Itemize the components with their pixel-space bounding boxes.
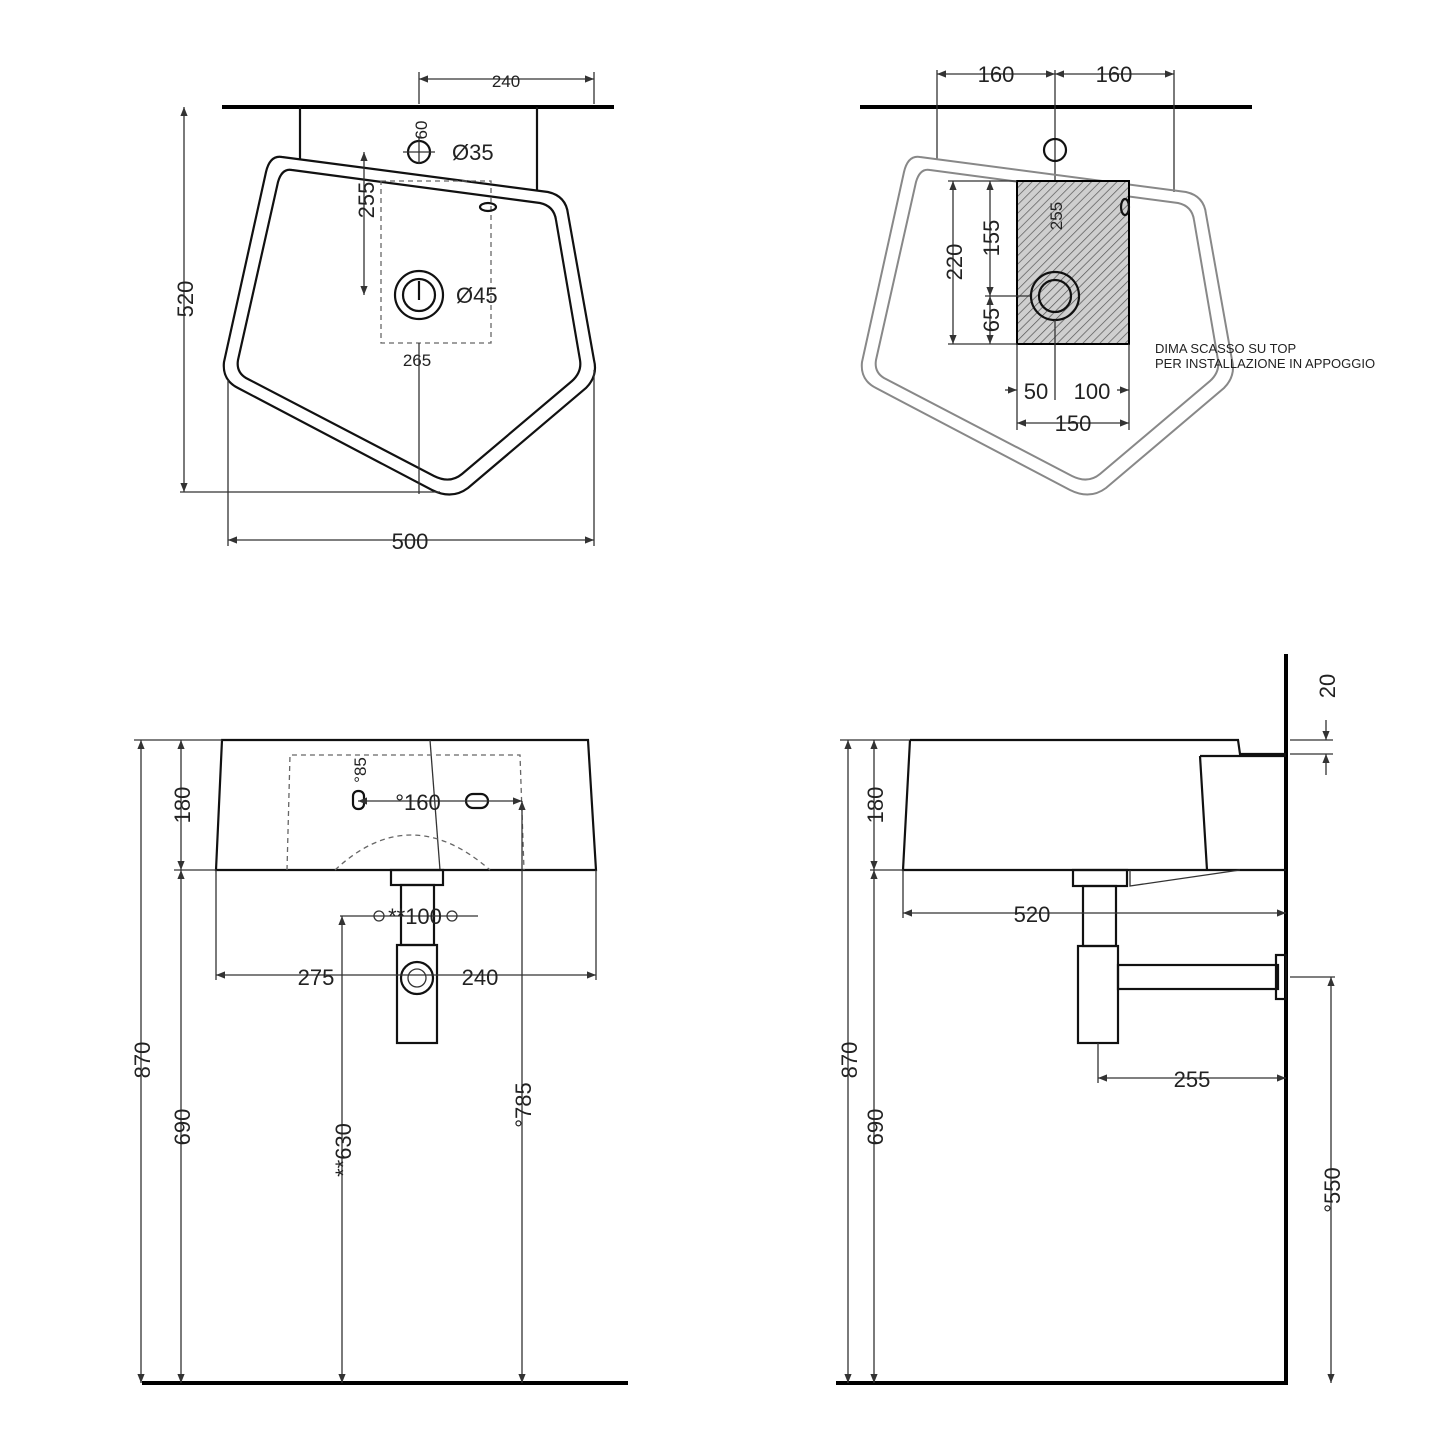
dim-275: 275 — [298, 965, 335, 990]
siphon-outlet-pipe — [1116, 963, 1280, 991]
side-elevation: 20 180 870 690 520 255 °550 — [836, 654, 1345, 1385]
dim-dia-45: Ø45 — [456, 283, 498, 308]
basin-outline-outer — [222, 155, 597, 496]
dim-550: °550 — [1320, 1167, 1345, 1213]
front-elevation: °85 °160 **100 275 240 180 870 690 **630… — [130, 738, 628, 1385]
drain-pipe — [1081, 884, 1118, 948]
siphon-body — [395, 943, 439, 1045]
tap-hole — [1042, 137, 1068, 163]
dim-100: 100 — [1074, 379, 1111, 404]
dim-240: 240 — [462, 965, 499, 990]
dim-100: **100 — [388, 904, 442, 929]
dim-240: 240 — [492, 72, 520, 91]
plan-view-countertop-template: 160 160 255 220 155 65 50 100 150 DIMA S… — [860, 62, 1375, 496]
dim-785: °785 — [511, 1082, 536, 1128]
dim-65: 65 — [979, 308, 1004, 332]
dim-20: 20 — [1315, 674, 1340, 698]
overflow-hole — [1119, 197, 1131, 217]
cut-template-box — [380, 180, 492, 344]
dim-255: 255 — [1047, 202, 1066, 230]
dim-50: 50 — [1024, 379, 1048, 404]
cut-area-hatched — [1016, 180, 1130, 345]
basin-bowl-hidden — [286, 754, 525, 871]
siphon-body — [1076, 944, 1120, 1045]
basin-side — [901, 739, 1286, 872]
dim-155: 155 — [979, 220, 1004, 257]
basin-bowl-curve — [334, 834, 491, 871]
drain-inner — [401, 277, 437, 313]
slot-left — [351, 789, 366, 811]
siphon-outlet — [399, 960, 435, 996]
dim-870: 870 — [130, 1042, 155, 1079]
dim-dia-35: Ø35 — [452, 140, 494, 165]
dim-255: 255 — [354, 182, 379, 219]
dim-85: °85 — [351, 757, 370, 783]
dim-60: 60 — [412, 121, 431, 140]
drain-flange — [389, 868, 445, 887]
note-line-2: PER INSTALLAZIONE IN APPOGGIO — [1155, 356, 1375, 371]
dim-160-left: 160 — [978, 62, 1015, 87]
dim-180: 180 — [170, 787, 195, 824]
basin-outline-outer — [860, 155, 1234, 496]
plan-view-wall-mount: 240 60 Ø35 255 Ø45 265 520 500 — [173, 72, 614, 554]
dim-870: 870 — [837, 1042, 862, 1079]
wall-bracket — [1198, 754, 1286, 871]
drain-flange — [1071, 868, 1129, 888]
basin-top — [910, 738, 1286, 756]
dim-160: °160 — [395, 790, 441, 815]
basin-outline-inner — [236, 168, 582, 481]
dim-180: 180 — [863, 787, 888, 824]
dim-220: 220 — [942, 244, 967, 281]
dim-150: 150 — [1055, 411, 1092, 436]
wall-rosette — [1274, 953, 1288, 1001]
dim-500: 500 — [392, 529, 429, 554]
dim-520: 520 — [1014, 902, 1051, 927]
drain-outer — [393, 269, 445, 321]
dim-690: 690 — [170, 1109, 195, 1146]
dim-160-right: 160 — [1096, 62, 1133, 87]
dim-255: 255 — [1174, 1067, 1211, 1092]
dim-265: 265 — [403, 351, 431, 370]
dim-630: **630 — [331, 1123, 356, 1177]
drain-inner — [1037, 278, 1073, 314]
dim-520: 520 — [173, 281, 198, 318]
overflow-hole — [478, 201, 498, 213]
note-line-1: DIMA SCASSO SU TOP — [1155, 341, 1296, 356]
basin-outline-inner — [874, 168, 1220, 481]
dim-690: 690 — [863, 1109, 888, 1146]
